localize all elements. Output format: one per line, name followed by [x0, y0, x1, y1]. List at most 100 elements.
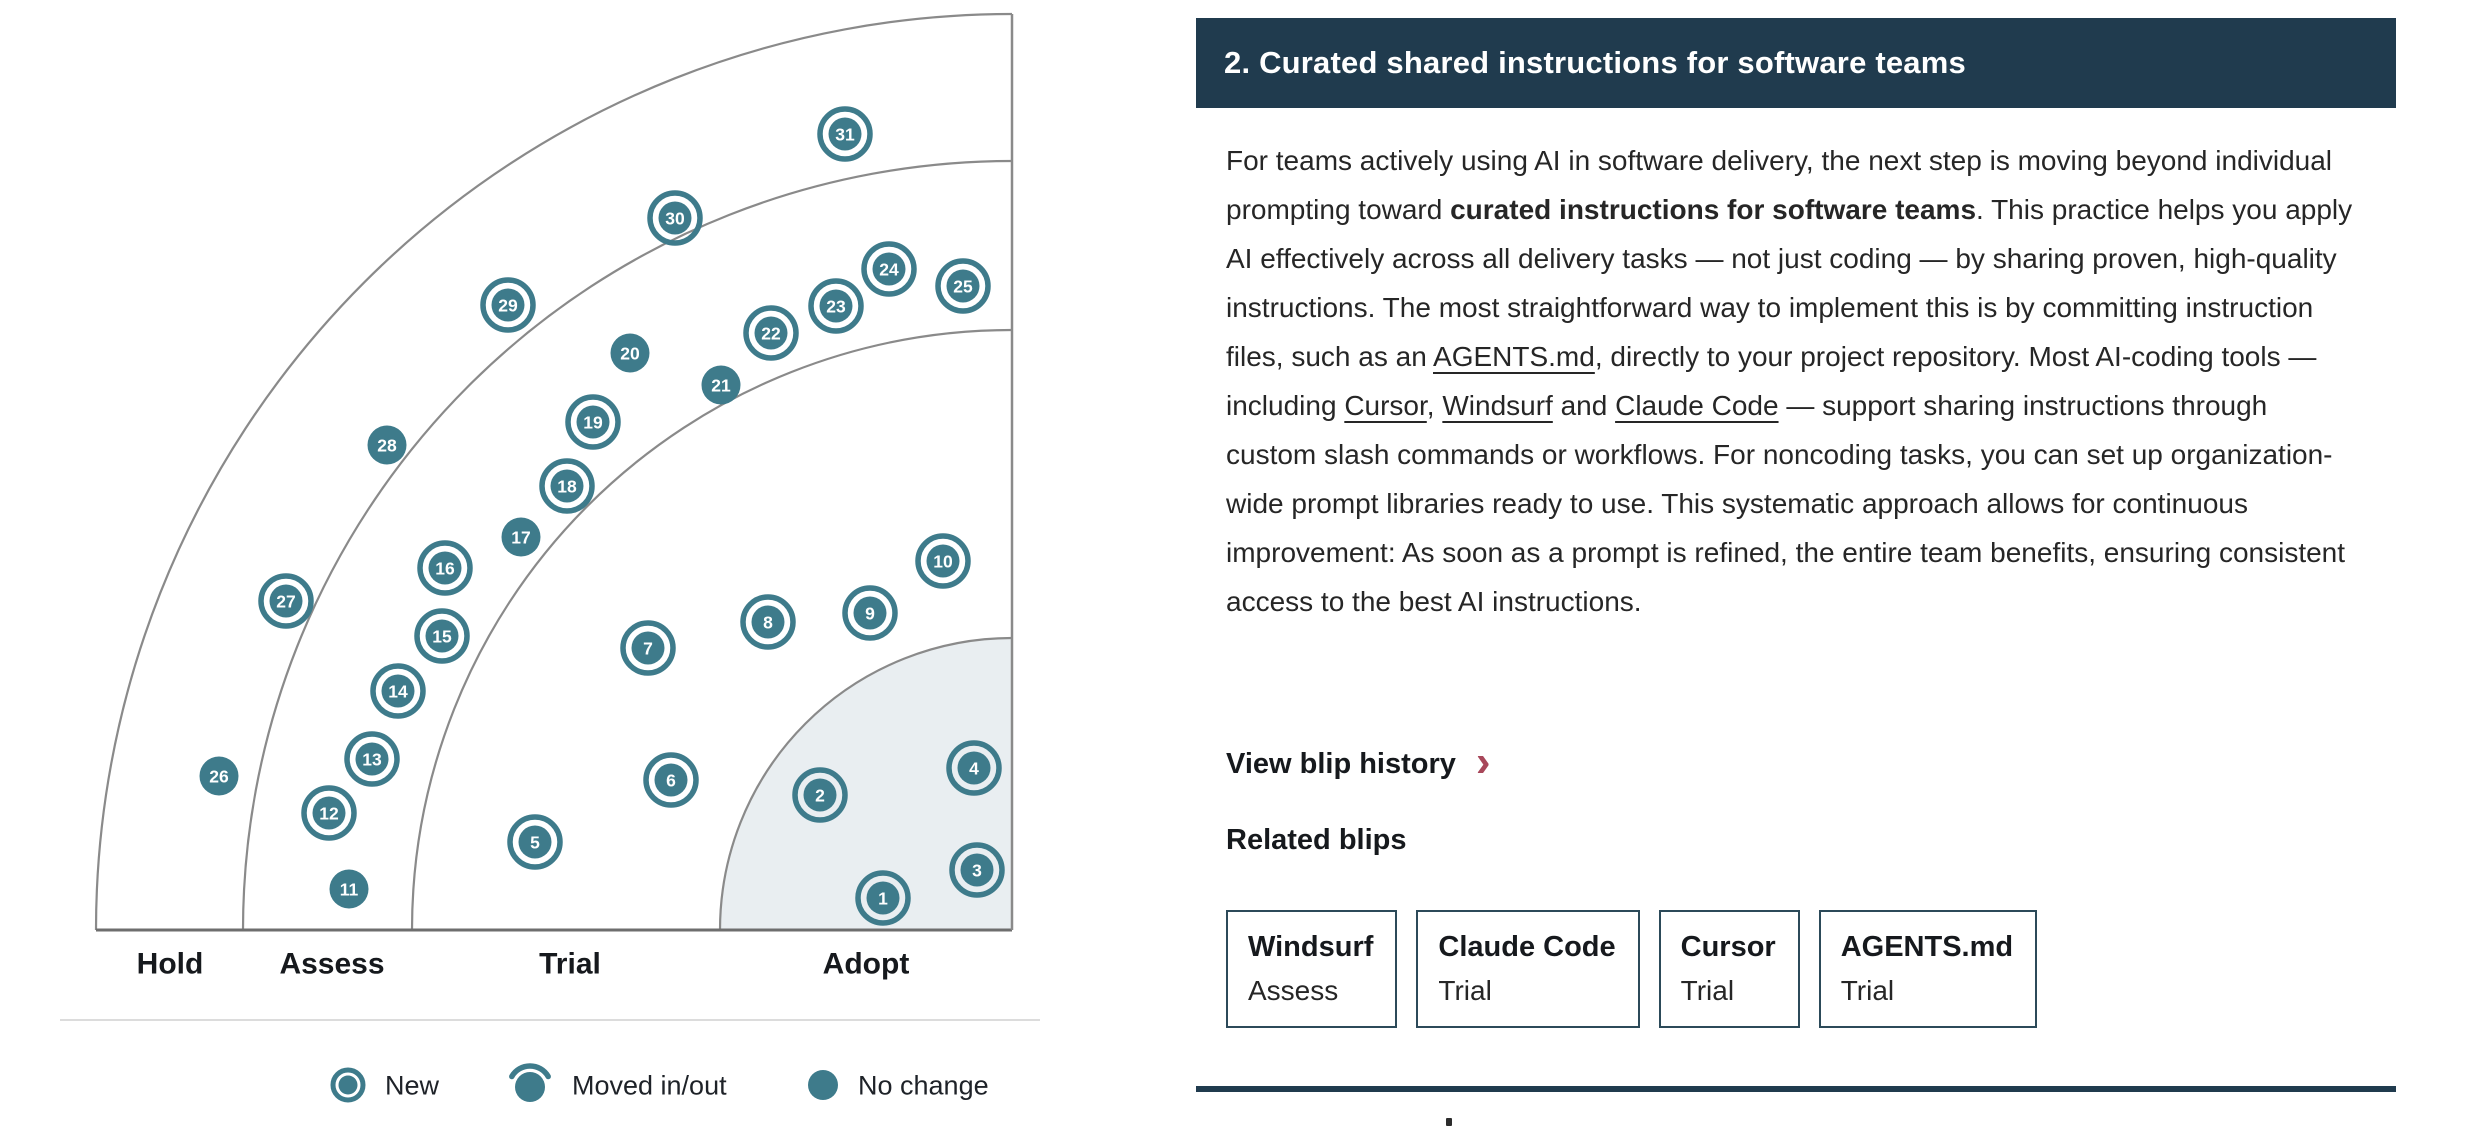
blip-22[interactable]: 22 — [743, 305, 799, 361]
svg-text:1: 1 — [878, 888, 888, 908]
svg-text:17: 17 — [511, 527, 530, 547]
blip-detail-header: 2. Curated shared instructions for softw… — [1196, 18, 2396, 108]
legend-label: New — [385, 1070, 440, 1100]
blip-16[interactable]: 16 — [417, 540, 473, 596]
blip-11[interactable]: 11 — [329, 869, 369, 909]
svg-text:15: 15 — [432, 626, 452, 646]
blip-15[interactable]: 15 — [414, 608, 470, 664]
svg-text:18: 18 — [557, 476, 577, 496]
ring-arc-1 — [241, 159, 1013, 931]
svg-text:14: 14 — [388, 681, 408, 701]
related-blip-name: AGENTS.md — [1840, 931, 2014, 963]
bottom-divider — [1196, 1086, 2396, 1092]
blip-3[interactable]: 3 — [949, 842, 1005, 898]
related-blip-ring: Trial — [1438, 975, 1492, 1006]
blip-6[interactable]: 6 — [643, 752, 699, 808]
legend-new-icon — [330, 1067, 366, 1103]
blip-31[interactable]: 31 — [817, 106, 873, 162]
legend-label: No change — [858, 1070, 989, 1100]
paragraph-segment: , — [1426, 390, 1443, 421]
inline-link[interactable]: Claude Code — [1615, 390, 1779, 421]
svg-text:22: 22 — [761, 323, 781, 343]
legend-moved-icon — [515, 1072, 545, 1102]
blip-19[interactable]: 19 — [565, 394, 621, 450]
svg-text:6: 6 — [666, 770, 676, 790]
inline-link[interactable]: Windsurf — [1442, 390, 1553, 421]
related-blip-ring: Trial — [1680, 975, 1735, 1006]
paragraph-segment: For teams actively using AI in software … — [1226, 145, 2333, 225]
blip-28[interactable]: 28 — [367, 425, 407, 465]
svg-text:10: 10 — [933, 551, 953, 571]
svg-text:20: 20 — [620, 343, 640, 363]
blip-4[interactable]: 4 — [946, 740, 1002, 796]
blip-5[interactable]: 5 — [507, 814, 563, 870]
svg-text:30: 30 — [665, 208, 685, 228]
blip-30[interactable]: 30 — [647, 190, 703, 246]
view-blip-history-link[interactable]: View blip history › — [1226, 736, 1491, 786]
ring-arc-2 — [410, 328, 1013, 931]
legend-new-icon-core — [338, 1075, 358, 1095]
blip-2[interactable]: 2 — [792, 767, 848, 823]
paragraph-segment: . This practice helps you apply AI effec… — [1226, 194, 2353, 372]
blip-18[interactable]: 18 — [539, 458, 595, 514]
blip-13[interactable]: 13 — [344, 731, 400, 787]
svg-text:8: 8 — [763, 612, 773, 632]
view-blip-history-label: View blip history — [1226, 748, 1456, 780]
blip-12[interactable]: 12 — [301, 785, 357, 841]
inline-link[interactable]: Cursor — [1344, 390, 1427, 421]
blip-27[interactable]: 27 — [258, 573, 314, 629]
svg-text:4: 4 — [969, 758, 979, 778]
inline-link[interactable]: AGENTS.md — [1433, 341, 1595, 372]
paragraph-segment: and — [1552, 390, 1616, 421]
blip-title: 2. Curated shared instructions for softw… — [1224, 45, 1966, 80]
blip-20[interactable]: 20 — [610, 333, 650, 373]
blip-21[interactable]: 21 — [701, 365, 741, 405]
related-blip-name: Windsurf — [1248, 931, 1374, 963]
paragraph-segment: , directly to your project repository. M… — [1226, 341, 2317, 421]
svg-text:26: 26 — [209, 766, 229, 786]
svg-text:3: 3 — [972, 860, 982, 880]
svg-text:7: 7 — [643, 638, 653, 658]
paragraph-segment: curated instructions for software teams — [1450, 194, 1977, 225]
blip-10[interactable]: 10 — [915, 533, 971, 589]
blip-26[interactable]: 26 — [199, 756, 239, 796]
svg-text:9: 9 — [865, 603, 875, 623]
paragraph-segment: — support sharing instructions through c… — [1226, 390, 2346, 617]
svg-text:19: 19 — [583, 412, 603, 432]
blip-8[interactable]: 8 — [740, 594, 796, 650]
blip-29[interactable]: 29 — [480, 277, 536, 333]
ring-label-hold: Hold — [137, 948, 204, 981]
svg-text:11: 11 — [340, 879, 359, 899]
blip-7[interactable]: 7 — [620, 620, 676, 676]
legend-label: Moved in/out — [572, 1070, 727, 1100]
blip-description: For teams actively using AI in software … — [1226, 136, 2354, 626]
svg-text:21: 21 — [711, 375, 731, 395]
legend-no-change-icon — [808, 1070, 838, 1100]
blip-24[interactable]: 24 — [861, 241, 917, 297]
blip-9[interactable]: 9 — [842, 585, 898, 641]
svg-text:29: 29 — [498, 295, 518, 315]
chevron-right-icon: › — [1475, 736, 1491, 786]
svg-text:24: 24 — [879, 259, 899, 279]
adopt-ring-fill — [720, 638, 1012, 930]
svg-text:12: 12 — [319, 803, 339, 823]
blip-25[interactable]: 25 — [935, 258, 991, 314]
legend-moved-icon-arc — [509, 1063, 551, 1080]
blip-1[interactable]: 1 — [855, 870, 911, 926]
related-blip-ring: Trial — [1840, 975, 1895, 1006]
blip-14[interactable]: 14 — [370, 663, 426, 719]
related-blips-heading: Related blips — [1226, 824, 1407, 856]
blip-17[interactable]: 17 — [501, 517, 541, 557]
svg-text:13: 13 — [362, 749, 382, 769]
svg-text:23: 23 — [826, 296, 846, 316]
blip-23[interactable]: 23 — [808, 278, 864, 334]
ring-arc-0 — [94, 12, 1013, 931]
clipped-glyph-fragment — [1446, 1118, 1452, 1126]
ring-arc-3 — [718, 636, 1013, 931]
